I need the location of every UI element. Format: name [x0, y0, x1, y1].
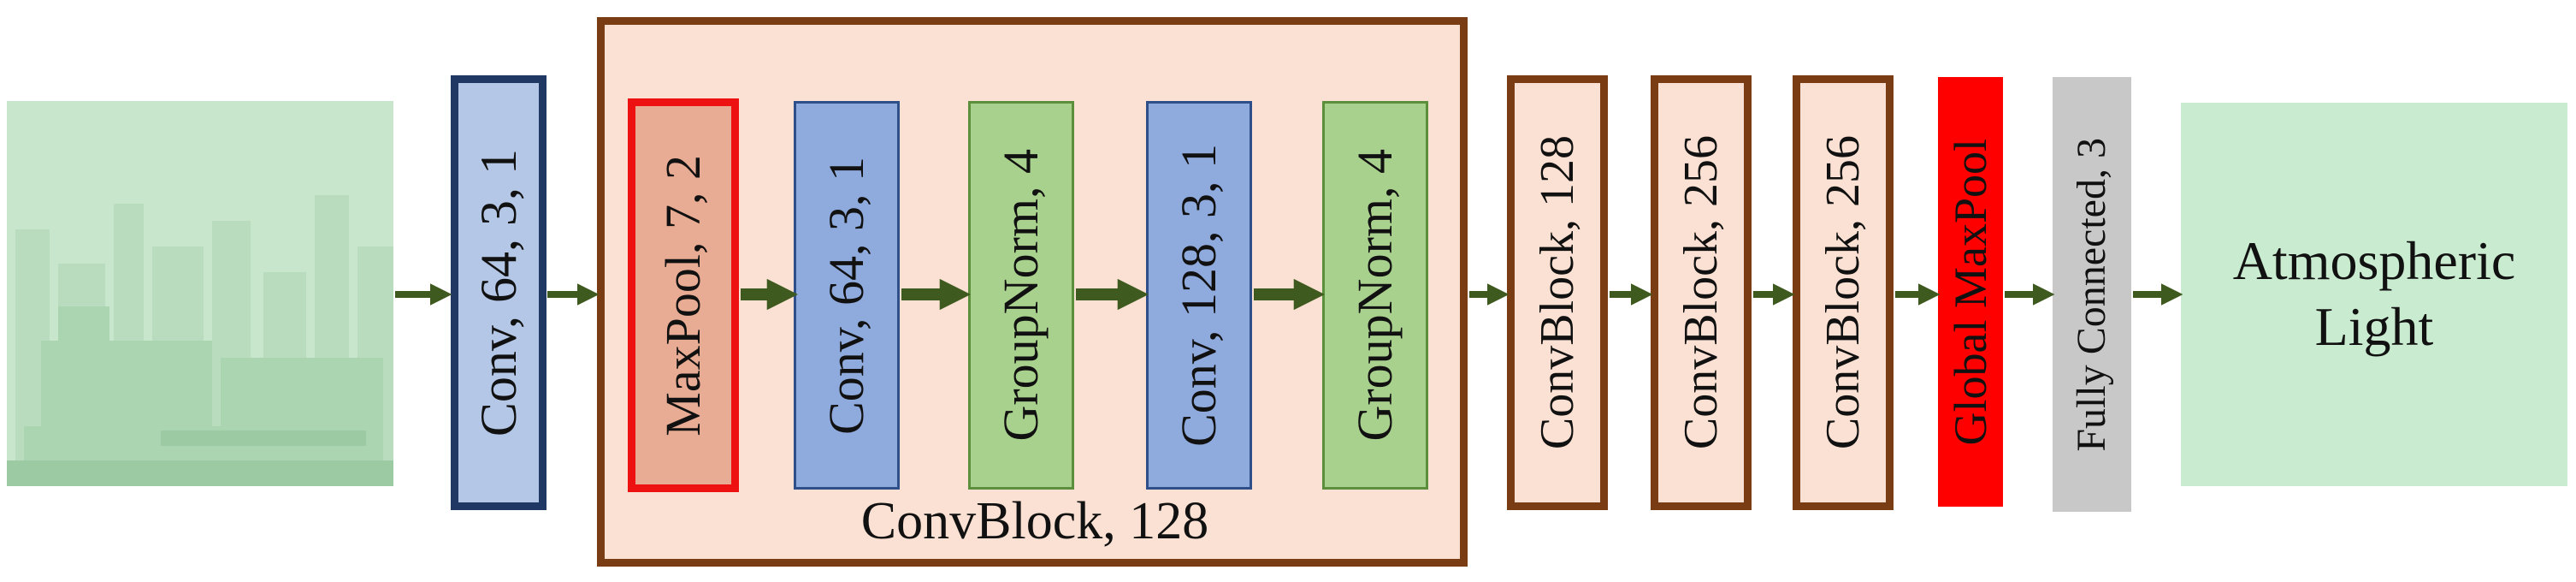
conv-64-block: Conv, 64, 3, 1	[451, 75, 547, 510]
atmospheric-light-output: Atmospheric Light	[2181, 103, 2567, 486]
output-line-1: Atmospheric	[2232, 230, 2516, 292]
convblock-256-block-2: ConvBlock, 256	[1793, 75, 1894, 510]
fully-connected-block: Fully Connected, 3	[2053, 77, 2131, 512]
output-line-2: Light	[2314, 296, 2434, 357]
input-image	[7, 101, 393, 486]
convblock-container-label: ConvBlock, 128	[860, 492, 1209, 550]
hazy-city-image	[7, 101, 393, 486]
convblock-128-block: ConvBlock, 128	[1507, 75, 1608, 510]
global-maxpool-block: Global MaxPool	[1938, 77, 2003, 507]
maxpool-block: MaxPool, 7, 2	[628, 98, 739, 492]
convblock-256-block-1: ConvBlock, 256	[1651, 75, 1752, 510]
